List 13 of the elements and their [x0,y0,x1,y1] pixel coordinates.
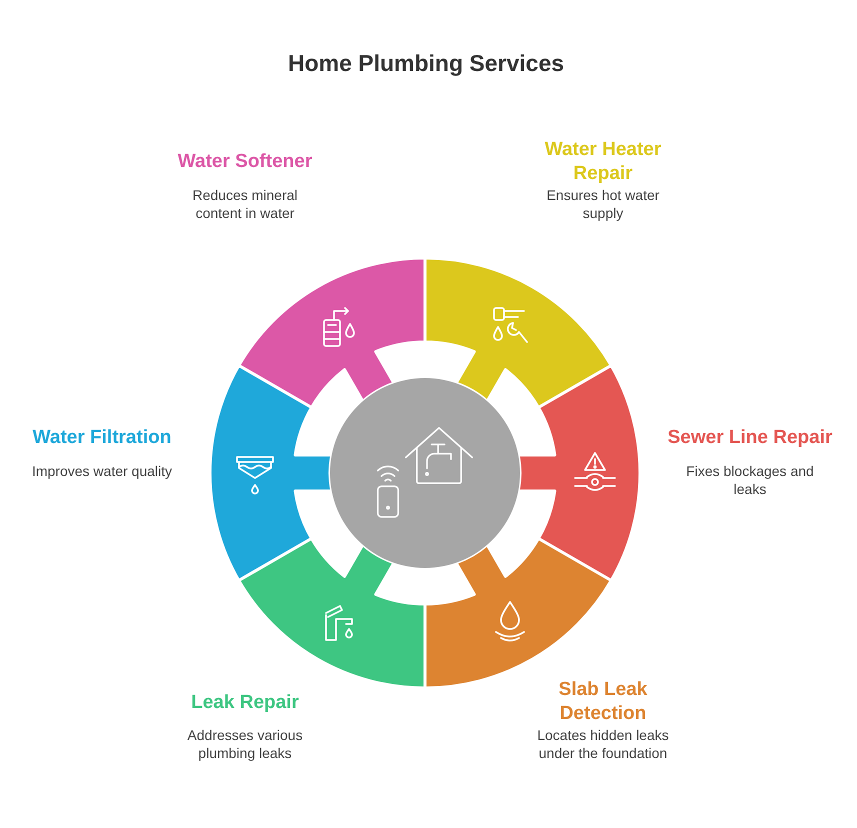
service-title: Water Filtration [32,426,172,450]
service-title: Slab Leak Detection [558,678,648,726]
service-description: Locates hidden leaks under the foundation [536,726,670,762]
service-title: Water Softener [178,150,312,174]
service-title: Water Heater Repair [544,138,662,186]
service-description: Improves water quality [32,462,172,480]
service-description: Addresses various plumbing leaks [186,726,304,762]
service-description: Reduces mineral content in water [191,186,299,222]
service-title: Leak Repair [191,691,299,715]
service-title: Sewer Line Repair [668,426,832,450]
diagram-title: Home Plumbing Services [288,49,564,77]
service-description: Ensures hot water supply [546,186,660,222]
service-description: Fixes blockages and leaks [685,462,815,498]
